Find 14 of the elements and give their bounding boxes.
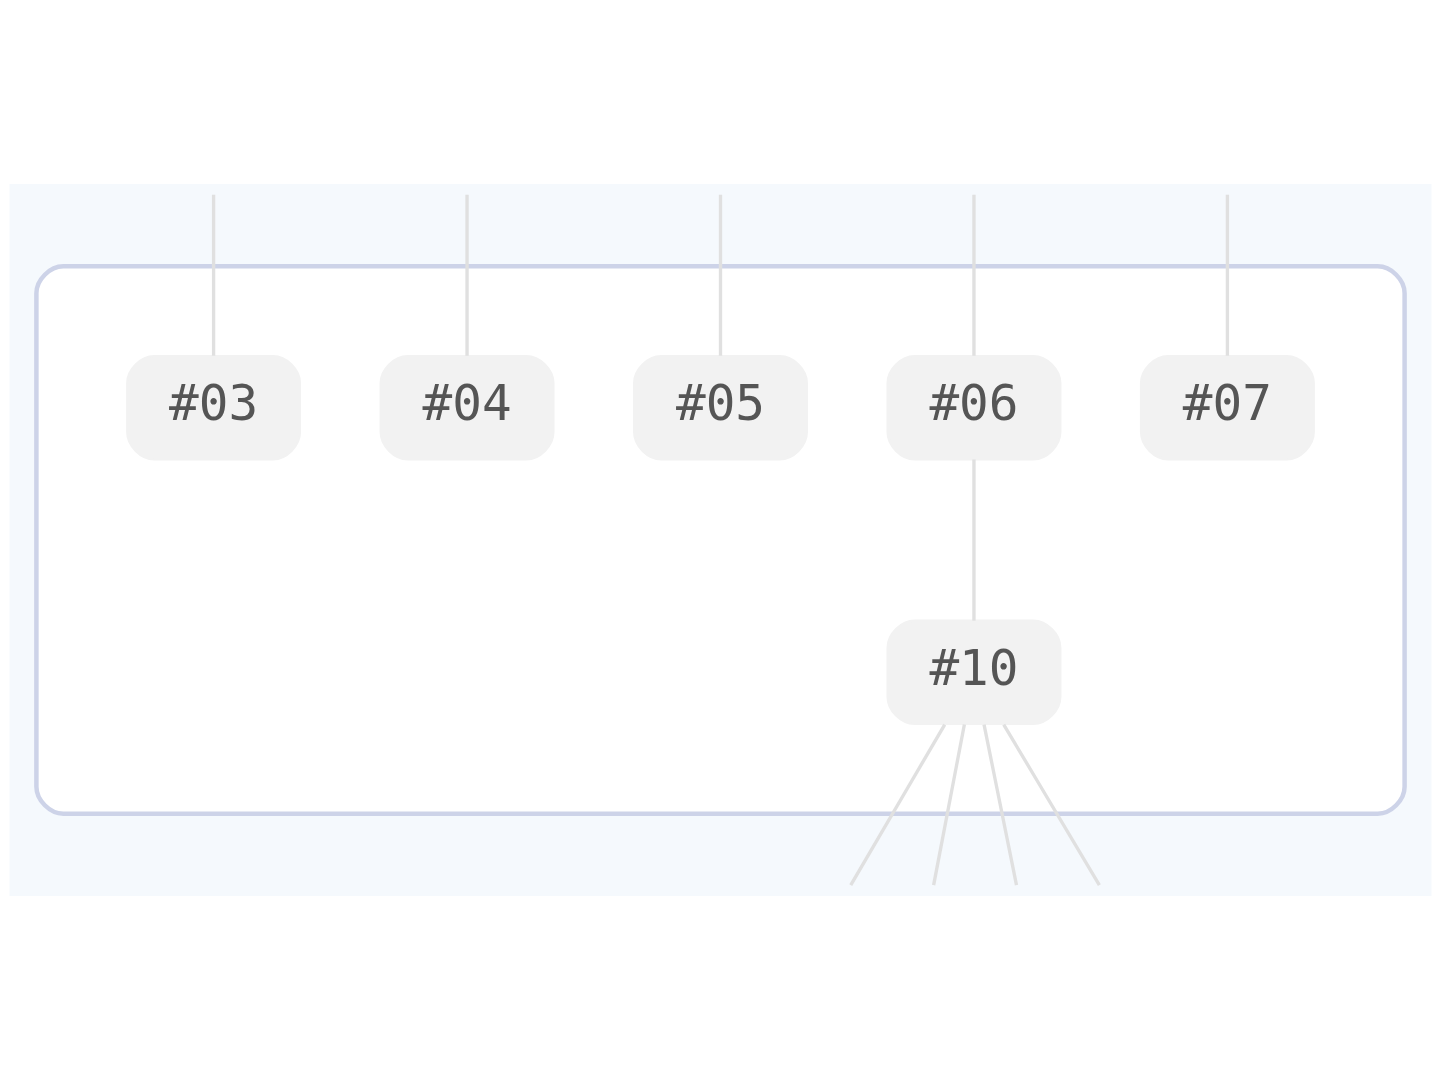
node-box: #07 xyxy=(1139,354,1315,461)
connector xyxy=(464,194,469,356)
node-box: #05 xyxy=(632,354,808,461)
node-box: #03 xyxy=(125,354,301,461)
node-box: #10 xyxy=(886,619,1061,726)
connector xyxy=(971,459,976,621)
connector xyxy=(981,724,1018,886)
connector xyxy=(931,724,966,886)
connector xyxy=(848,723,946,886)
cluster xyxy=(33,264,1407,816)
node-box: #04 xyxy=(379,354,554,461)
connector xyxy=(1001,723,1101,886)
connector xyxy=(971,194,976,356)
node-box: #06 xyxy=(886,354,1061,461)
